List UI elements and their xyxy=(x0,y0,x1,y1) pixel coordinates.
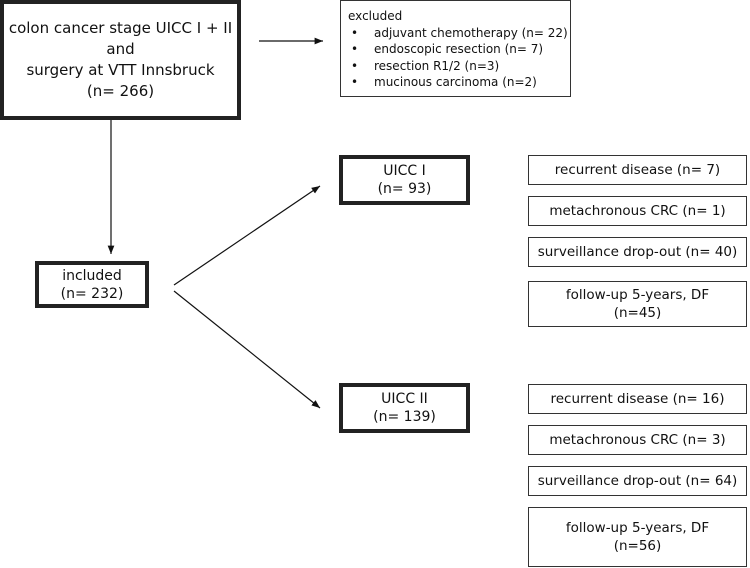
source-population-count: (n= 266) xyxy=(86,82,155,100)
uicc-2-label: UICC II xyxy=(381,391,428,407)
uicc-1-recurrent-disease-box: recurrent disease (n= 7) xyxy=(528,155,747,185)
included-count: (n= 232) xyxy=(60,285,124,302)
included-label: included xyxy=(62,267,122,284)
outcome-text: metachronous CRC (n= 3) xyxy=(549,432,726,448)
outcome-text: follow-up 5-years, DF xyxy=(565,520,710,536)
uicc-1-label: UICC I xyxy=(383,163,426,179)
excluded-item: resection R1/2 (n=3) xyxy=(348,58,568,75)
source-population-line-1: colon cancer stage UICC I + II xyxy=(8,19,233,37)
uicc-1-count: (n= 93) xyxy=(377,181,432,197)
outcome-text: recurrent disease (n= 7) xyxy=(554,162,721,178)
uicc-2-box: UICC II (n= 139) xyxy=(339,383,470,433)
uicc-2-surveillance-dropout-box: surveillance drop-out (n= 64) xyxy=(528,466,747,496)
excluded-item: endoscopic resection (n= 7) xyxy=(348,41,568,58)
source-population-line-3: surgery at VTT Innsbruck xyxy=(26,61,215,79)
excluded-item: mucinous carcinoma (n=2) xyxy=(348,74,568,91)
uicc-2-follow-up-box: follow-up 5-years, DF (n=56) xyxy=(528,507,747,567)
uicc-1-surveillance-dropout-box: surveillance drop-out (n= 40) xyxy=(528,237,747,267)
uicc-2-count: (n= 139) xyxy=(373,409,436,425)
outcome-text: recurrent disease (n= 16) xyxy=(550,391,725,407)
arrow-to-uicc2 xyxy=(173,290,321,409)
excluded-list: adjuvant chemotherapy (n= 22) endoscopic… xyxy=(348,25,568,91)
excluded-title: excluded xyxy=(348,9,403,23)
excluded-box: excluded adjuvant chemotherapy (n= 22) e… xyxy=(340,0,571,97)
outcome-text: follow-up 5-years, DF xyxy=(565,287,710,303)
outcome-count: (n=56) xyxy=(613,538,662,554)
outcome-text: surveillance drop-out (n= 64) xyxy=(537,473,738,489)
uicc-2-recurrent-disease-box: recurrent disease (n= 16) xyxy=(528,384,747,414)
uicc-1-follow-up-box: follow-up 5-years, DF (n=45) xyxy=(528,281,747,327)
outcome-count: (n=45) xyxy=(613,305,662,321)
outcome-text: surveillance drop-out (n= 40) xyxy=(537,244,738,260)
included-box: included (n= 232) xyxy=(35,261,149,308)
source-population-line-2: and xyxy=(106,40,135,58)
uicc-1-box: UICC I (n= 93) xyxy=(339,155,470,205)
source-population-box: colon cancer stage UICC I + II and surge… xyxy=(0,0,241,120)
outcome-text: metachronous CRC (n= 1) xyxy=(549,203,726,219)
excluded-item: adjuvant chemotherapy (n= 22) xyxy=(348,25,568,42)
uicc-2-metachronous-crc-box: metachronous CRC (n= 3) xyxy=(528,425,747,455)
arrow-to-uicc1 xyxy=(173,185,321,286)
uicc-1-metachronous-crc-box: metachronous CRC (n= 1) xyxy=(528,196,747,226)
